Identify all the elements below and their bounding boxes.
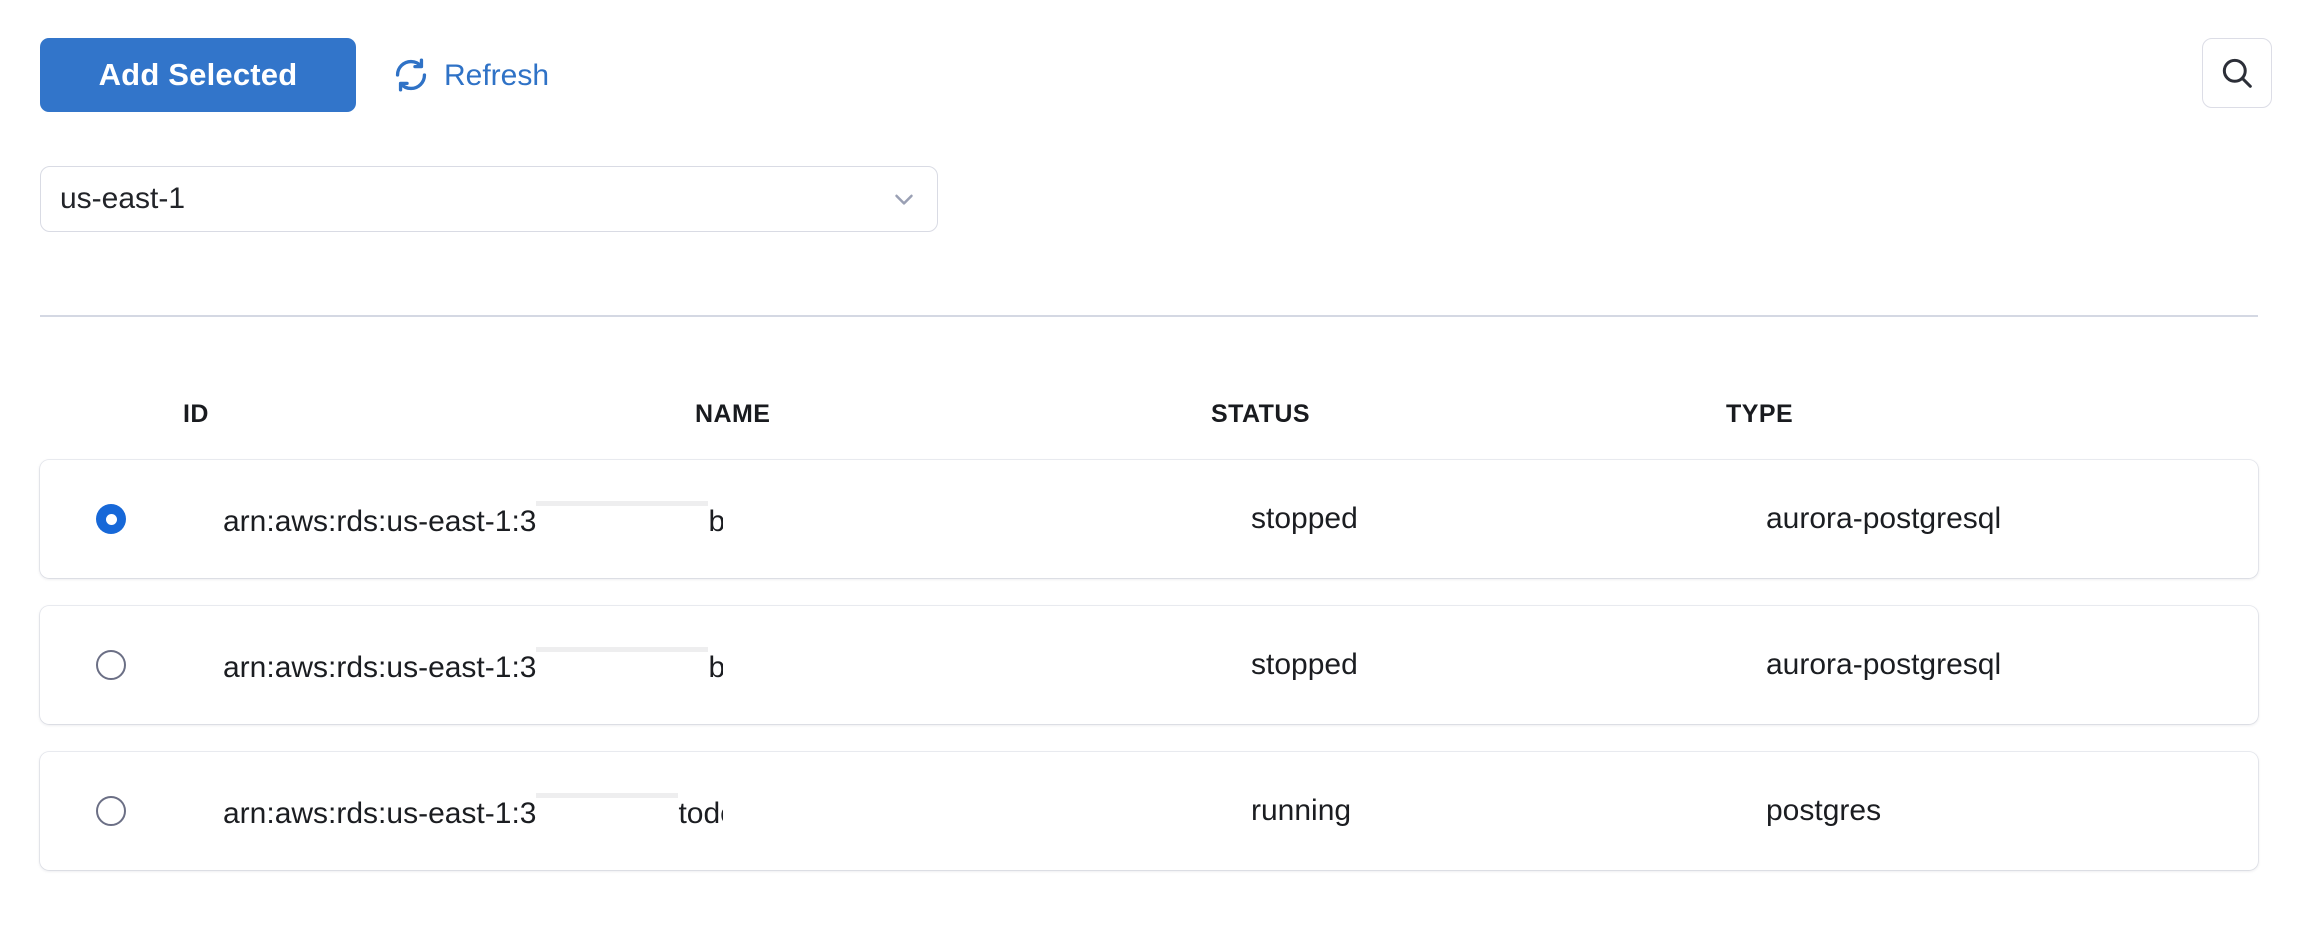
table-row[interactable]: arn:aws:rds:us-east-1:3 todo-ecs-rds runni… xyxy=(40,752,2258,870)
chevron-down-icon xyxy=(889,184,919,214)
region-select-value: us-east-1 xyxy=(60,182,186,215)
arn-suffix: todo-ecs-rds xyxy=(678,797,723,829)
redacted-account-id xyxy=(536,647,709,677)
instances-table: ID NAME STATUS TYPE arn:aws:rds:us-east-… xyxy=(0,400,2298,870)
arn-suffix: base-1-instance-1 xyxy=(708,505,723,537)
redaction-bar xyxy=(536,647,709,652)
add-selected-button[interactable]: Add Selected xyxy=(40,38,356,112)
cell-id: arn:aws:rds:us-east-1:3 todo-ecs-rds xyxy=(223,793,723,829)
refresh-button[interactable]: Refresh xyxy=(392,47,549,103)
redaction-bar xyxy=(536,501,709,506)
column-header-id: ID xyxy=(183,400,209,428)
region-select[interactable]: us-east-1 xyxy=(40,166,938,232)
arn-prefix: arn:aws:rds:us-east-1:3 xyxy=(223,651,537,683)
cell-type: aurora-postgresql xyxy=(1766,648,2002,681)
refresh-icon xyxy=(392,56,430,94)
cell-status: stopped xyxy=(1251,502,1358,535)
redacted-account-id xyxy=(536,793,679,823)
table-body: arn:aws:rds:us-east-1:3 base-1-instance-1… xyxy=(0,460,2298,870)
search-button[interactable] xyxy=(2202,38,2272,108)
search-icon xyxy=(2218,54,2256,92)
arn-suffix: base-1-instance-1-us-ea... xyxy=(708,651,723,683)
toolbar: Add Selected Refresh xyxy=(0,0,2298,160)
cell-type: postgres xyxy=(1766,794,1882,827)
table-row[interactable]: arn:aws:rds:us-east-1:3 base-1-instance-1… xyxy=(40,606,2258,724)
section-divider xyxy=(40,315,2258,317)
redacted-account-id xyxy=(536,501,709,531)
cell-status: running xyxy=(1251,794,1352,827)
row-radio-button[interactable] xyxy=(96,650,126,680)
table-header-row: ID NAME STATUS TYPE xyxy=(0,400,2298,460)
cell-id: arn:aws:rds:us-east-1:3 base-1-instance-1… xyxy=(223,647,723,683)
table-row[interactable]: arn:aws:rds:us-east-1:3 base-1-instance-1… xyxy=(40,460,2258,578)
cell-type: aurora-postgresql xyxy=(1766,502,2002,535)
column-header-status: STATUS xyxy=(1211,400,1310,428)
arn-prefix: arn:aws:rds:us-east-1:3 xyxy=(223,505,537,537)
column-header-type: TYPE xyxy=(1726,400,1794,428)
cell-status: stopped xyxy=(1251,648,1358,681)
row-radio-button[interactable] xyxy=(96,504,126,534)
arn-prefix: arn:aws:rds:us-east-1:3 xyxy=(223,797,537,829)
row-radio-button[interactable] xyxy=(96,796,126,826)
column-header-name: NAME xyxy=(695,400,771,428)
add-selected-label: Add Selected xyxy=(98,57,298,92)
cell-id: arn:aws:rds:us-east-1:3 base-1-instance-1 xyxy=(223,501,723,537)
redaction-bar xyxy=(536,793,679,798)
refresh-label: Refresh xyxy=(444,59,550,92)
